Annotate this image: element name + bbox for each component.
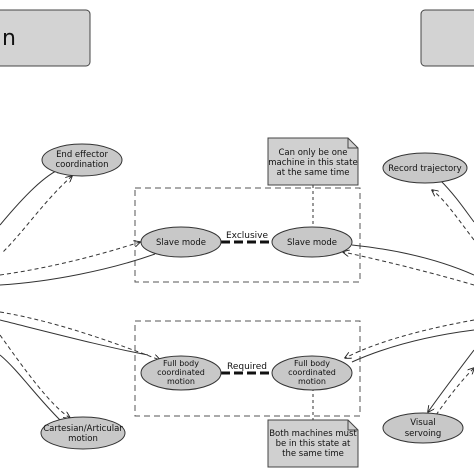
exclusive-label: Exclusive: [226, 231, 269, 241]
edge-from-full-right: [351, 329, 474, 363]
edge-to-record: [432, 190, 474, 241]
edge-from-slave-right: [351, 244, 474, 276]
edge-to-slave-left: [0, 242, 140, 276]
svg-text:Slave mode: Slave mode: [287, 238, 337, 248]
state-text: coordinated: [288, 368, 336, 377]
state-text: Slave mode: [156, 238, 206, 248]
state-text: Visual: [410, 418, 435, 428]
state-text: Full body: [163, 359, 199, 368]
edge-from-slave-left: [0, 253, 156, 286]
edge-to-cartesian: [0, 334, 70, 418]
state-text: Record trajectory: [388, 164, 461, 174]
state-text: motion: [167, 377, 195, 386]
edge-from-cartesian: [0, 354, 61, 421]
edge-to-visual: [428, 349, 474, 412]
state-text: coordinated: [157, 368, 205, 377]
edge-to-full-left: [0, 319, 149, 356]
svg-text:Record trajectory: Record trajectory: [388, 164, 461, 174]
state-text: motion: [68, 434, 98, 444]
edge-to-end-effector: [0, 168, 62, 226]
note-text: Can only be one: [278, 148, 347, 158]
state-text: End effector: [56, 150, 108, 160]
state-slave-right[interactable]: Slave mode: [271, 226, 353, 258]
required-label: Required: [227, 362, 267, 372]
edge-to-full-right: [345, 319, 474, 358]
state-slave-left[interactable]: Slave mode: [140, 226, 222, 258]
note-text: machine in this state: [268, 158, 357, 168]
state-text: Cartesian/Articular: [43, 424, 123, 434]
left-machine-box: n: [0, 9, 91, 67]
state-text: servoing: [405, 429, 442, 439]
svg-text:Slave mode: Slave mode: [156, 238, 206, 248]
edge-from-record: [439, 179, 474, 223]
left-machine-label: n: [2, 26, 16, 51]
edge-from-full-left-dashed: [0, 311, 160, 360]
right-machine-box: [420, 9, 474, 67]
state-text: Full body: [294, 359, 330, 368]
edge-from-end-effector: [2, 176, 72, 253]
state-text: motion: [298, 377, 326, 386]
note-text: Both machines must: [269, 429, 357, 439]
note-text: the same time: [282, 449, 344, 459]
required-group-box: [134, 320, 361, 417]
exclusive-group-box: [134, 187, 361, 283]
state-record-trajectory[interactable]: Record trajectory: [382, 152, 468, 184]
state-text: coordination: [55, 160, 108, 170]
edge-to-slave-right: [343, 252, 474, 286]
note-text: at the same time: [277, 168, 350, 178]
note-text: be in this state at: [276, 439, 351, 449]
state-text: Slave mode: [287, 238, 337, 248]
edge-from-visual: [435, 368, 474, 416]
